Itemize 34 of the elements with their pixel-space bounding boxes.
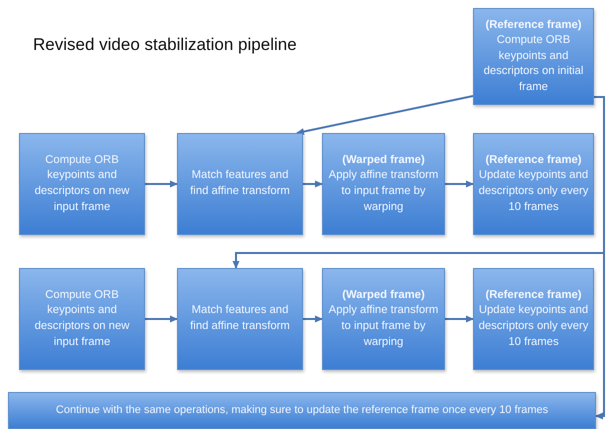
box-text: Match features and find affine transform	[189, 168, 291, 199]
box-heading: (Reference frame)	[485, 18, 582, 33]
arrow	[303, 316, 323, 322]
box-text: Compute ORB keypoints and descriptors on new input frame	[34, 288, 130, 350]
arrow	[145, 180, 178, 188]
box-text: Apply affine transform to input frame by warping	[328, 168, 440, 215]
process-box	[177, 133, 303, 235]
process-box	[473, 133, 594, 235]
box-heading: (Reference frame)	[485, 288, 582, 303]
banner-box	[8, 392, 596, 429]
process-box	[322, 133, 445, 235]
box-text: Continue with the same operations, making sure to update the reference frame once every 10 frames	[56, 402, 548, 418]
box-text: Compute ORB keypoints and descriptors on initial frame	[482, 33, 584, 95]
box-heading: (Warped frame)	[342, 288, 425, 303]
box-text: Update keypoints and descriptors only every 10 frames	[478, 303, 589, 350]
process-box	[19, 133, 145, 235]
diagram-title: Revised video stabilization pipeline	[33, 35, 297, 55]
box-heading: (Reference frame)	[485, 152, 582, 168]
arrow	[303, 180, 323, 188]
arrow	[594, 96, 605, 420]
box-text: Apply affine transform to input frame by warping	[328, 303, 440, 350]
box-text: Match features and find affine transform	[189, 303, 291, 334]
process-box	[177, 268, 303, 370]
box-text: Update keypoints and descriptors only every 10 frames	[478, 168, 589, 215]
process-box	[322, 268, 445, 370]
arrow	[145, 316, 178, 322]
arrow	[296, 95, 474, 135]
process-box	[19, 268, 145, 370]
box-text: Compute ORB keypoints and descriptors on new input frame	[34, 152, 130, 215]
process-box	[473, 8, 594, 105]
arrow	[445, 316, 474, 322]
process-box	[473, 268, 594, 370]
box-heading: (Warped frame)	[342, 152, 425, 168]
arrow	[445, 180, 474, 188]
